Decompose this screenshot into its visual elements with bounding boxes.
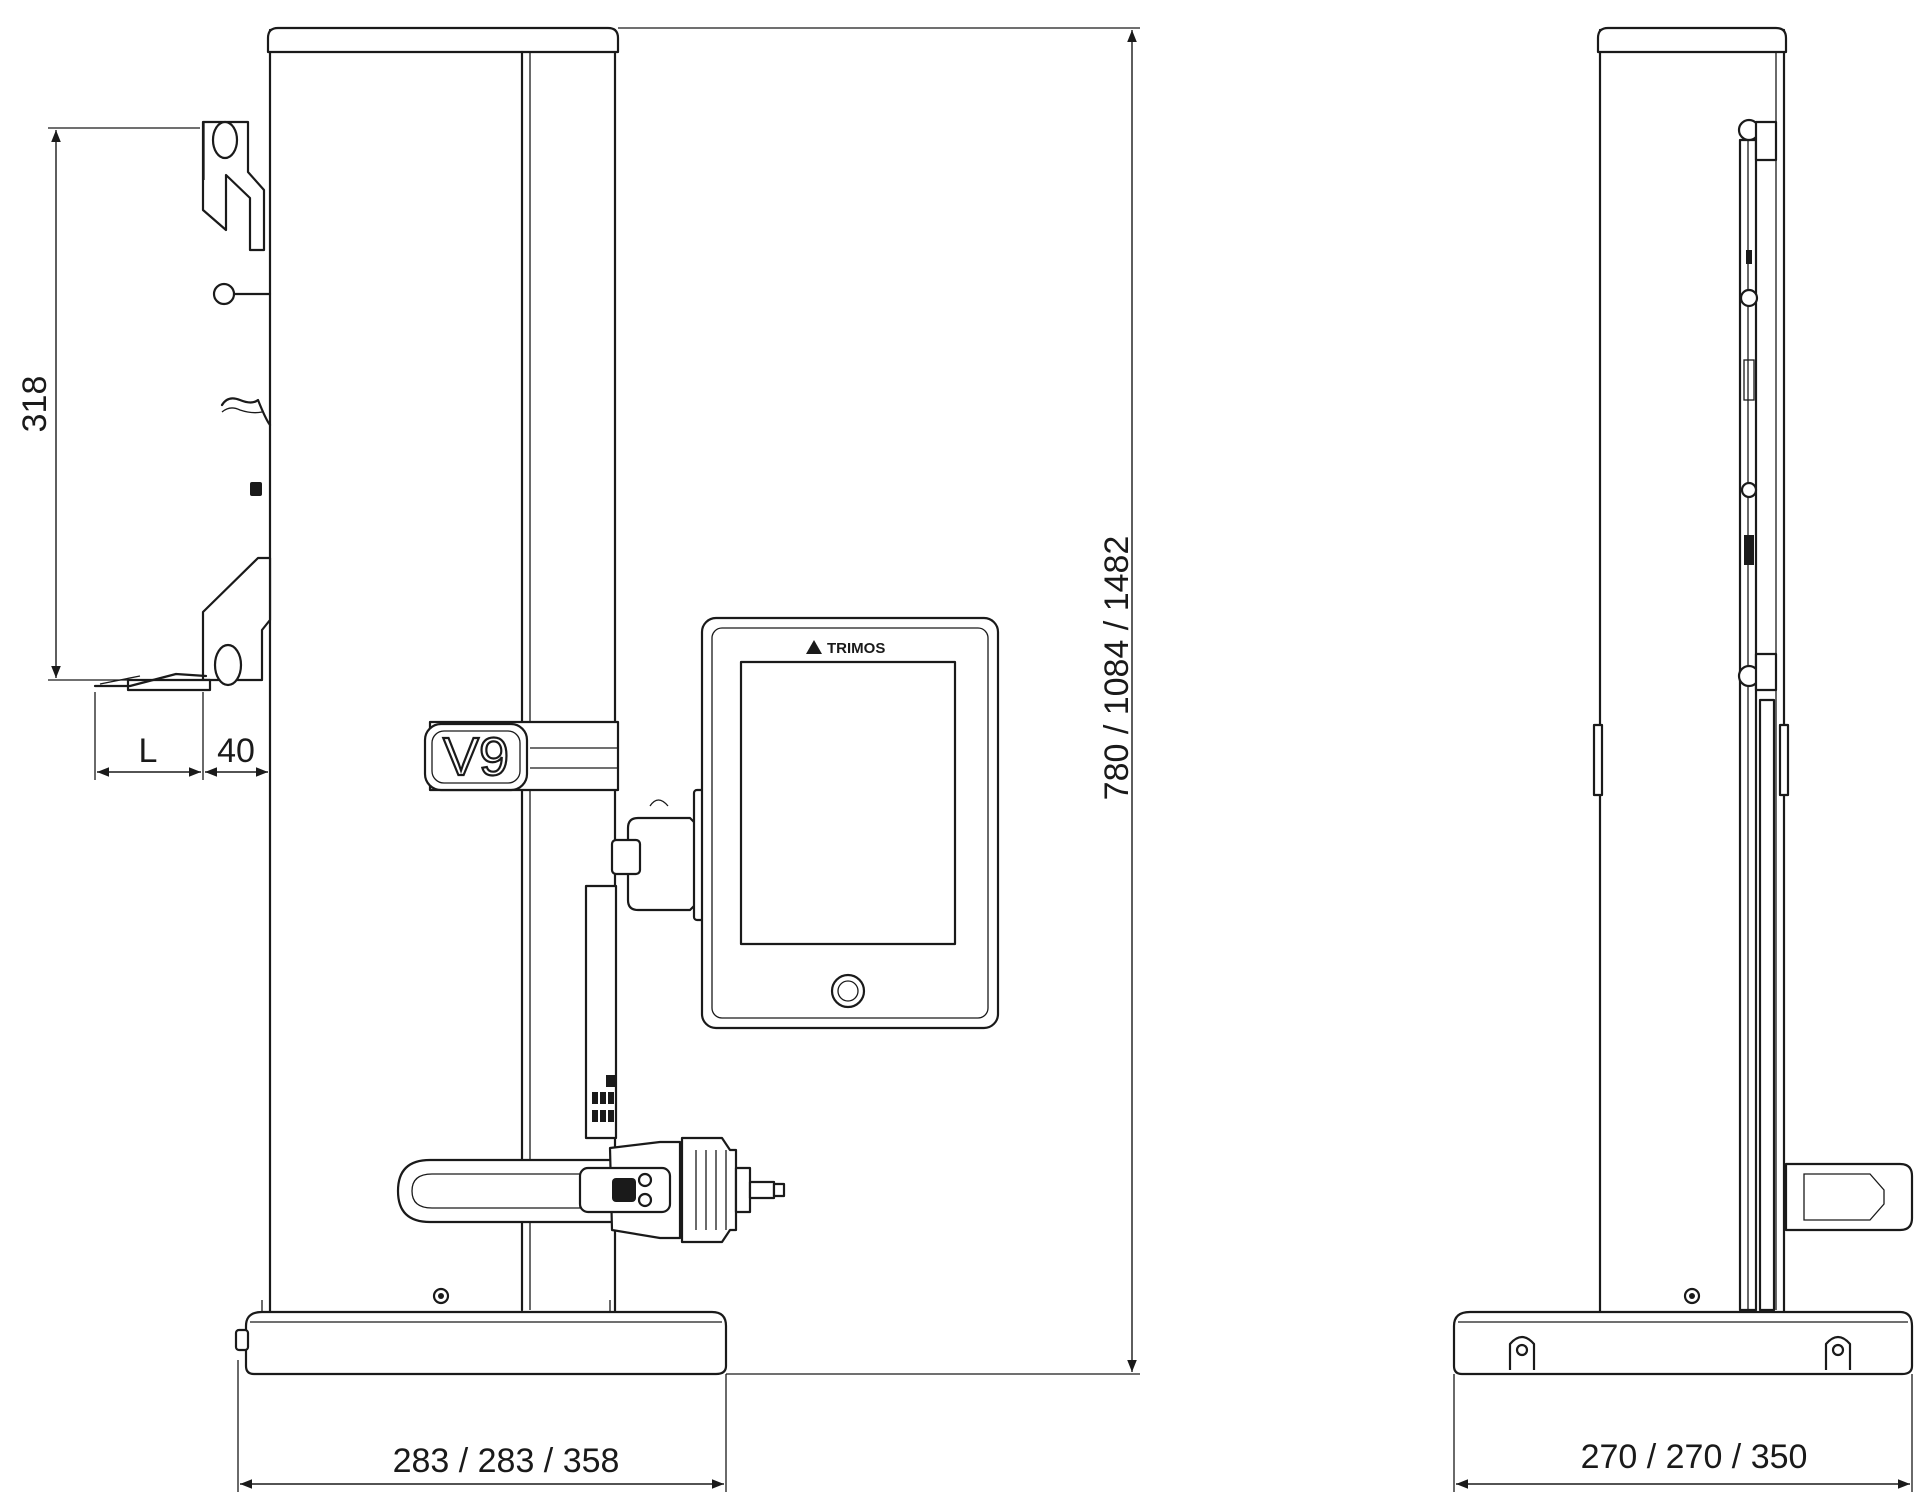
model-badge: V9 <box>423 720 620 792</box>
display-screen <box>739 660 957 946</box>
dim-fixture-height: 318 <box>16 376 54 433</box>
front-column <box>268 28 617 1322</box>
side-handle <box>1784 1162 1914 1232</box>
fixture-bracket <box>93 120 272 692</box>
brand-text: TRIMOS <box>827 640 885 657</box>
ball-probe <box>212 282 236 306</box>
dimension-lines <box>48 27 1913 1492</box>
dim-fixture-length: L <box>139 732 158 770</box>
brand-logo-icon <box>806 640 822 654</box>
dim-base-width-front: 283 / 283 / 358 <box>393 1442 620 1480</box>
measuring-carriage <box>396 1136 786 1244</box>
home-button <box>830 973 866 1009</box>
model-badge-text: V9 <box>443 727 509 787</box>
side-base <box>1452 1310 1914 1376</box>
display-tablet: TRIMOS <box>700 616 1000 1030</box>
front-column-cap <box>266 26 620 54</box>
front-view: V9 <box>93 26 1000 1376</box>
display-arm <box>610 788 708 922</box>
dim-fixture-offset: 40 <box>217 732 255 770</box>
dim-base-width-side: 270 / 270 / 350 <box>1581 1438 1808 1476</box>
side-column-cap <box>1596 26 1788 54</box>
front-base <box>244 1310 728 1376</box>
knurled-knob <box>680 1136 738 1244</box>
dim-total-height: 780 / 1084 / 1482 <box>1098 536 1136 801</box>
side-view <box>1452 26 1914 1376</box>
